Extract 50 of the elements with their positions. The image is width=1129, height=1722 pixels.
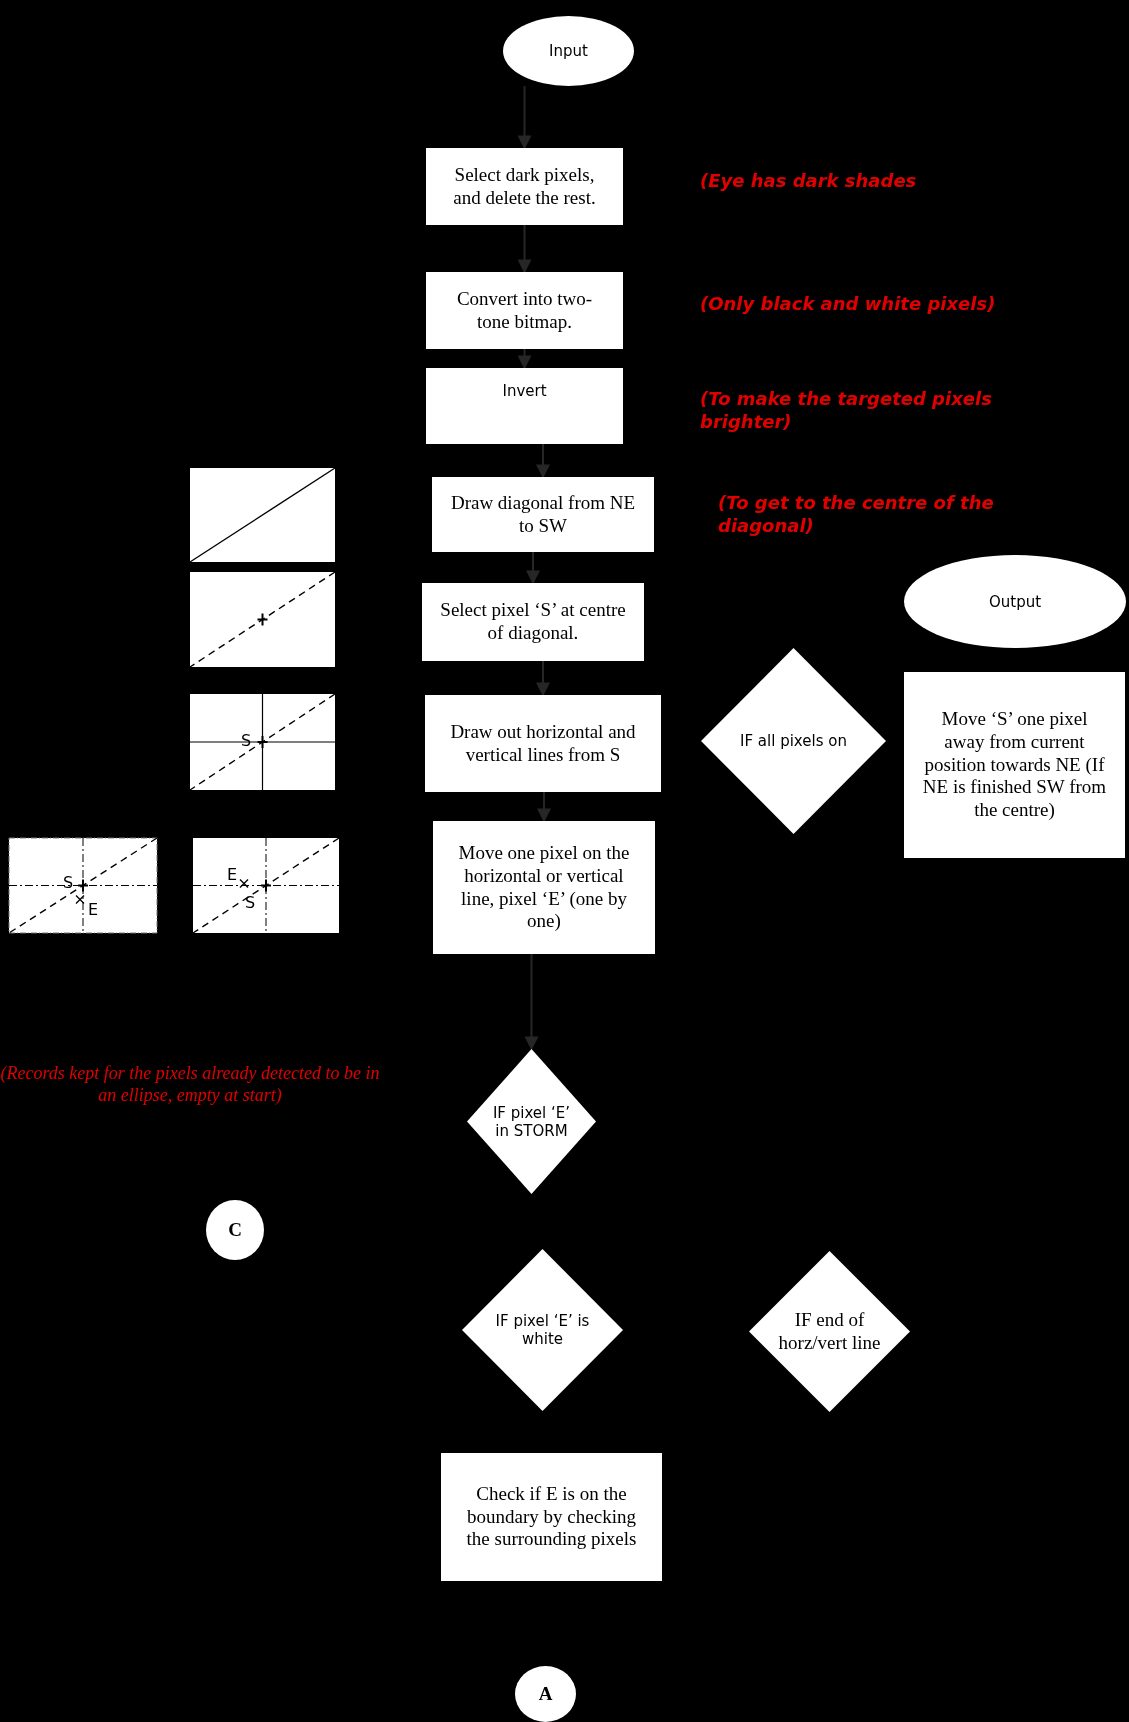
node-text: IF all pixels on [740,732,847,750]
process-box [426,368,623,444]
annotation-note: (To make the targeted pixels brighter) [700,388,993,433]
annotation-note: (To get to the centre of the diagonal) [718,492,995,537]
node-text: IF pixel ‘E’ is white [494,1312,591,1348]
process-box [426,272,623,349]
arrow [524,953,539,1051]
connector-circle [515,1666,576,1722]
node-text: Input [549,42,588,60]
arrow [537,791,551,823]
node-text: IF end of horz/vert line [777,1308,882,1355]
node-text: C [228,1218,242,1242]
connector-circle [206,1200,264,1260]
node-text: Move ‘S’ one pixel away from current position towards NE (If NE is finished SW from the centre) [921,708,1108,822]
annotation-note: (Eye has dark shades [700,170,918,193]
node-text: Invert [502,382,547,400]
node-text: Move one pixel on the horizontal or vertical line, pixel ‘E’ (one by one) [457,841,631,934]
node-text: Check if E is on the boundary by checking the surrounding pixels [465,1482,638,1552]
decision-diamond [749,1251,910,1412]
arrow [536,443,550,479]
point-label: S [63,873,75,892]
node-text: Output [988,592,1042,611]
node-text: Draw out horizontal and vertical lines from S [449,720,637,767]
arrow [517,224,532,274]
arrow [517,348,532,370]
arrow [536,660,550,697]
decision-diamond [701,648,886,834]
node-text: Draw diagonal from NE to SW [449,491,637,538]
process-box [432,477,654,552]
arrow [526,551,540,585]
process-box [426,148,623,225]
point-label: S [241,731,253,750]
decision-diamond [462,1249,623,1411]
process-box [904,672,1125,858]
process-box [425,695,661,792]
point-label: E [227,865,239,884]
process-box [433,821,655,954]
process-box [441,1453,662,1581]
process-box [422,583,644,661]
point-label: S [245,893,257,912]
point-label: E [88,900,100,919]
decision-diamond [467,1049,596,1194]
annotation-note: (Only black and white pixels) [700,293,997,316]
node-text: Convert into two-tone bitmap. [455,287,594,334]
node-text: Select dark pixels, and delete the rest. [452,163,597,210]
node-text: Select pixel ‘S’ at centre of diagonal. [439,599,627,645]
node-text: A [538,1682,553,1706]
annotation-note: (Records kept for the pixels already detected to be in an ellipse, empty at start) [0,1063,380,1107]
node-text: IF pixel ‘E’ in STORM [491,1103,572,1140]
arrow [517,85,532,150]
